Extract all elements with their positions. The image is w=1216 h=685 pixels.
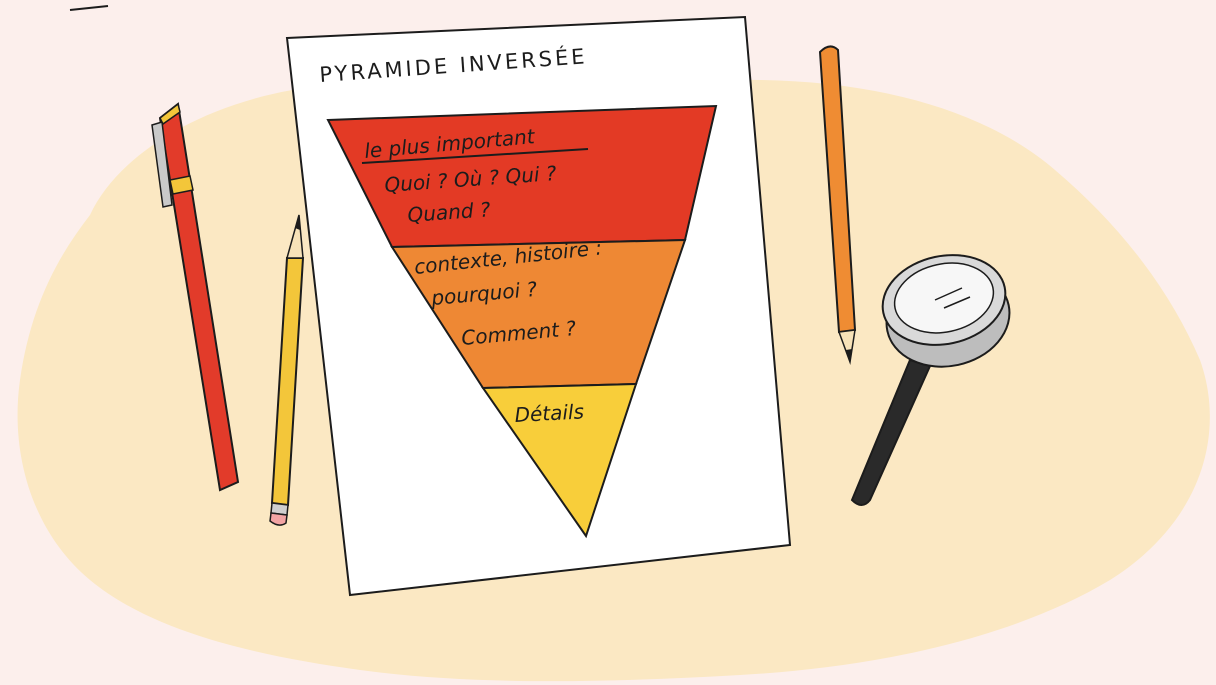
- pencil-body: [818, 45, 857, 334]
- orange-pencil: [818, 45, 857, 365]
- magnifying-glass: [850, 254, 1011, 506]
- magnifier-handle: [850, 358, 932, 506]
- level-1-underline: [361, 148, 589, 164]
- pencil-lead: [295, 215, 300, 230]
- level-3-line-1: Détails: [514, 399, 585, 427]
- red-pen: [151, 102, 240, 492]
- level-1-line-3: Quand ?: [407, 197, 492, 227]
- yellow-pencil: [269, 214, 305, 526]
- pen-clip: [151, 121, 173, 208]
- corner-mark: [69, 5, 109, 11]
- pen-cap-band: [169, 175, 194, 195]
- magnifier-lens: [893, 262, 995, 334]
- pencil-lead: [846, 349, 852, 362]
- pen-top: [159, 102, 181, 126]
- lens-glint: [934, 287, 971, 309]
- pyramid-band-bottom: [481, 382, 638, 539]
- pencil-eraser: [269, 512, 288, 526]
